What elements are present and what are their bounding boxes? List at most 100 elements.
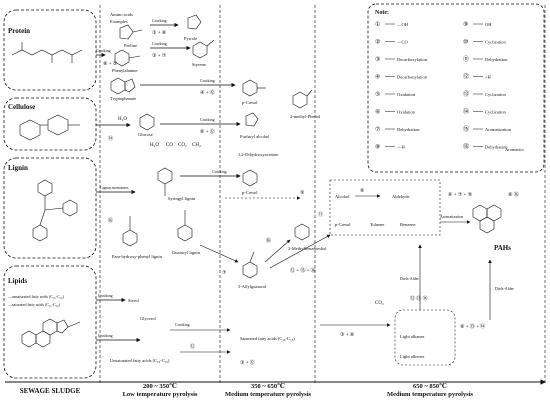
lipid-sat-line: —saturated fatty acids (C₁₆-C₁₈) [7,302,61,307]
guaiacyl-label: Guaiacyl lignin [172,250,201,255]
cellulose-structure [19,114,80,141]
step-protein: ⑧ + ⑤ [103,61,118,67]
glucose-structure [139,113,155,131]
note-item-number: ⑫ [463,73,469,81]
syringyl-structure [157,167,173,196]
glycerol-label: Glycerol [140,316,156,321]
step-styrene: ③ + ⑦ [152,53,167,59]
step-pahs: ⑥ + ⑦ + ⑨ [448,192,473,198]
co-label: CO [166,143,173,148]
sat-fa-label: Saturated fatty acids (C₁₆-C₁₈) [240,336,295,341]
step-12-15-16: ⑫ + ⑮ + ⑯ [290,267,316,274]
note-item-label: Dehydration [485,145,508,150]
diels-alder-1: Diels-Alder [400,276,420,281]
cellulose-box: Cellulose [3,97,97,151]
furfuryl-structure [245,112,259,127]
note-item-number: ⑬ [463,90,469,98]
tryptophan-structure [110,77,136,95]
note-item-label: Aromatization [485,127,512,132]
stage-high-pyrolysis: Medium temperature pyrolysis [387,391,474,398]
note-item-number: ⑭ [463,108,469,116]
unsat-fa-label: Unsaturated fatty acids (C₁₆-C₁₈) [110,358,170,363]
aromatization-label: Aromatization [440,214,463,219]
lipid-cracking-2: Cracking [98,333,113,338]
pcresol-label: p-Cresol [242,100,258,105]
h2o-label-2: H₂O [150,143,159,148]
styrene-label: Styrene [192,62,206,67]
diels-alder-2: Diels-Alder [495,286,515,291]
pcresol2-structure [242,169,258,187]
alcohol-aldehyde-box: Alcohol ⑥ Aldehyde p-Cresol Toluene Benz… [329,179,441,236]
pyrrole-structure [187,14,202,30]
note-item-label: Oxidation [397,92,416,97]
note-item-number: ⑩ [463,39,468,46]
step-cellulose: ⑭ [108,135,113,142]
phb-structure [122,216,138,247]
glucose-label: Glucose [138,132,153,137]
note-item-number: ⑦ [375,126,380,133]
lipids-label: Lipids [8,277,27,285]
examples-label: Examples [110,19,128,24]
step-lignin: ⑯ [108,217,113,224]
note-item-label: Decarbonylation [397,75,428,80]
note-item-number: ⑨ [463,21,468,28]
note-item-number: ⑤ [375,91,380,98]
step-alcohol: ⑥ [360,188,365,194]
step-8-16: ⑧ ⑯ [508,191,519,198]
pahs-label: PAHs [494,244,511,252]
stage-temp-high: 650 ~ 850℃ [413,382,447,390]
note-item-number: ② [375,39,380,46]
note-item-label: Dehydration [485,57,508,62]
note-item-label: Dehydration [397,127,420,132]
lignin-monomers-label: Lignin monomers [100,185,129,190]
syringyl-label: Syringyl lignin [168,196,196,201]
protein-box: Protein [3,9,97,91]
note-item-label: OH [485,22,492,27]
tryptophanate-label: Tryptophanate [110,96,136,101]
note-item-number: ④ [375,74,380,81]
note-item-label: Decarboxylation [397,57,428,62]
styrene-cracking-label: Cracking [152,41,167,46]
stage-medium-pyrolysis: Medium temperature pyrolysis [225,391,312,398]
step-20: ⑫ ⑬ ⑭ [410,295,428,302]
styrene-structure [192,39,215,59]
note-item-label: Cyclization [485,110,506,115]
furfuryl-cracking-label: Cracking [200,117,215,122]
dihydroxy-label: 1,2-Dihydroxyacetone [238,152,278,158]
light-alkenes-label: Light alkenes [400,354,425,359]
pcresol2-label: p-Cresol [242,190,258,195]
lignin-structure [32,179,78,242]
h2o-label: H₂O [118,117,127,122]
pcresol2-cracking-label: Cracking [212,169,227,174]
step-18: ③ + ⑫ [240,359,255,366]
stage-low-pyrolysis: Low temperature pyrolysis [123,391,198,398]
pcresol-cracking-label: Cracking [200,78,215,83]
note-item-label: —H [396,145,406,150]
step-11: ⑪ [318,211,323,218]
benzene-label: Benzene [400,222,416,227]
note-item-label: +H [485,75,492,80]
note-item-label: Oxidation [397,110,416,115]
stage-sewage-sludge: SEWAGE SLUDGE [20,387,81,395]
pahs-structure [472,204,502,234]
note-item-number: ③ [375,56,380,63]
ch4-label: CH₄ [192,143,201,148]
step-16b: ③ + ⑧ [340,332,355,338]
light-alkanes-label: Light alkanes [400,334,425,339]
stage-temp-medium: 350 ~ 650℃ [251,382,285,390]
note-item-number: ⑯ [463,143,469,151]
step-19: ⑧ + ⑬ + ⑭ [460,323,485,330]
stage-temp-low: 200 ~ 350℃ [143,382,177,390]
guaiacyl-structure [177,210,193,242]
furfuryl-label: Furfuryl alcohol [240,134,270,139]
phb-label: Para-hydroxy-phenyl lignin [112,254,163,259]
pyrrole-label: Pyrrole [184,36,197,41]
cellulose-label: Cellulose [8,103,35,111]
methylphenol-label: 2-methyl-Phenol [290,114,321,119]
sterol-structure [21,318,81,348]
allyl-label: 5-Allylguaiacol [238,284,267,289]
step-9: ⑨ [300,190,305,196]
pcresol-structure [242,79,266,97]
note-item-label: —OH [396,22,409,27]
